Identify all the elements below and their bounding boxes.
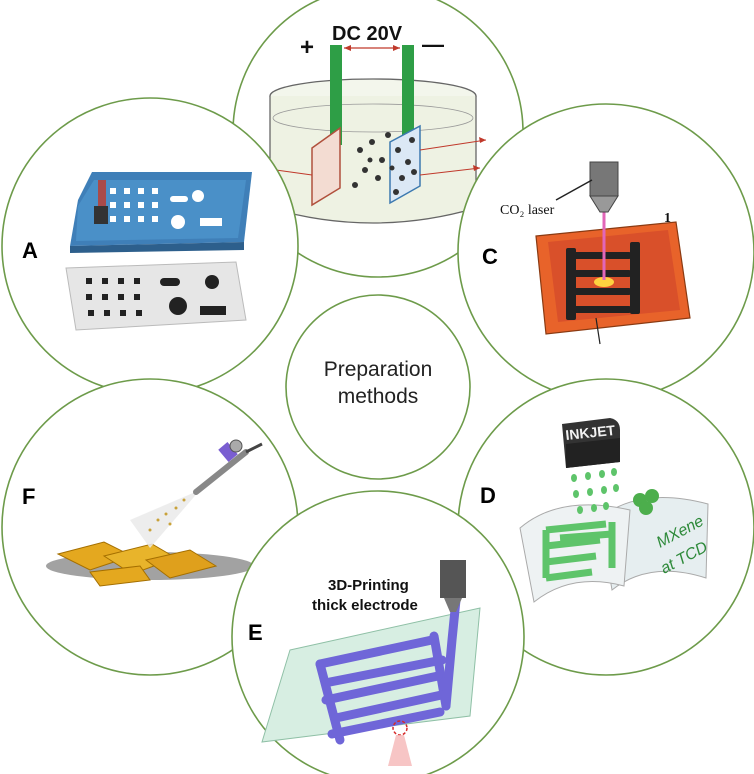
center-circle [285, 294, 471, 480]
voltage-label: DC 20V [332, 23, 403, 45]
panel-f-spray-coating: F [1, 378, 299, 676]
right-plate [389, 124, 421, 205]
minus-sign: — [422, 32, 444, 57]
co2-laser-label: CO₂ laser [500, 203, 555, 218]
center-title: Preparation methods [293, 356, 463, 410]
panel-b-electrodeposition: DC 20V + — [232, 0, 524, 278]
panel-c-laser-scribing: CO₂ laser 1 C [457, 103, 754, 401]
panel-a-label: A [22, 238, 38, 263]
inkjet-head: INKJET [562, 418, 620, 468]
panel-e-label: E [248, 620, 263, 645]
print-nozzle [440, 560, 466, 612]
panel-e-3d-printing: 3D-Printing thick electrode E [231, 490, 525, 774]
inkjet-label: INKJET [565, 422, 617, 443]
printing-label-line2: thick electrode [312, 597, 418, 614]
panel-a-screen-printing: A [1, 97, 299, 395]
panel-f-label: F [22, 484, 35, 509]
airbrush [193, 439, 263, 495]
center-title-line1: Preparation [323, 358, 433, 381]
positive-electrode-rod [330, 45, 342, 145]
negative-electrode-rod [402, 45, 414, 145]
plus-sign: + [300, 34, 314, 61]
laser-head [589, 161, 619, 197]
center-title-line2: methods [337, 385, 419, 408]
panel-c-number: 1 [664, 211, 671, 226]
panel-c-label: C [482, 244, 498, 269]
printing-label-line1: 3D-Printing [328, 577, 409, 594]
panel-d-label: D [480, 483, 496, 508]
panel-d-inkjet-printing: MXene at TCD INKJET D [457, 378, 754, 676]
left-plate [311, 126, 341, 207]
